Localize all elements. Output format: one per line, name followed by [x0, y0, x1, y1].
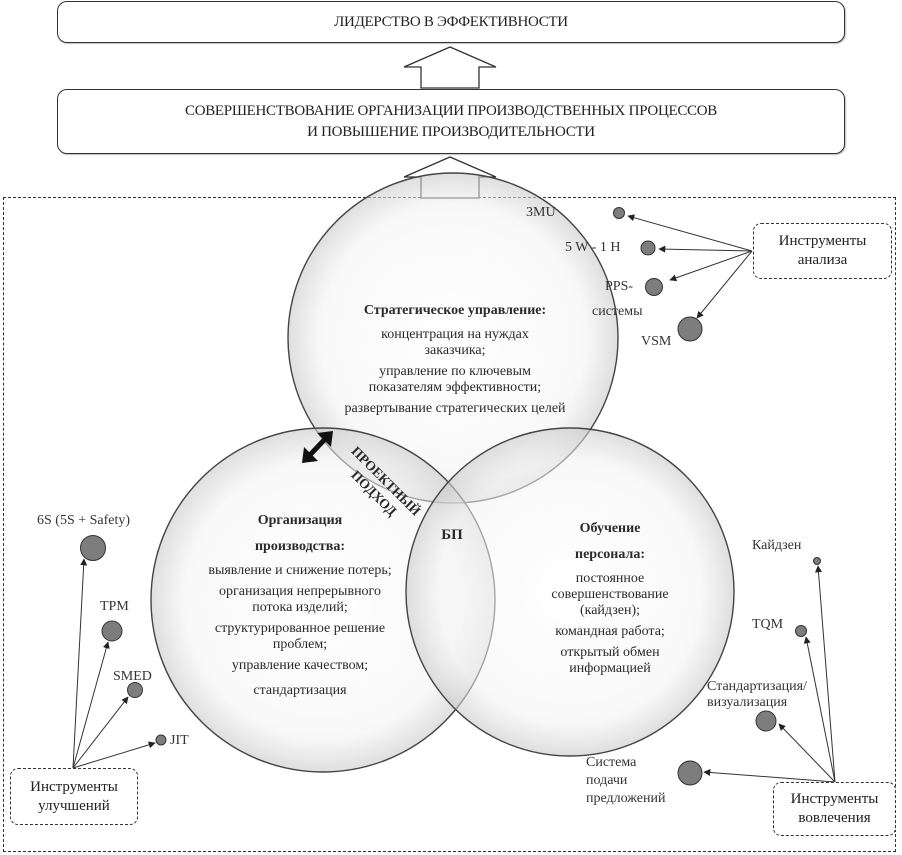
node-jit — [155, 734, 167, 746]
strategic-item-3: развертывание стратегических целей — [344, 401, 566, 416]
training-item-2: командная работа; — [555, 624, 665, 639]
label-standardization-line2: визуализация — [707, 695, 788, 710]
label-pps: PPS- — [605, 279, 634, 294]
analysis-tools-line2: анализа — [797, 252, 848, 268]
node-suggestion-system — [677, 760, 703, 786]
label-kaizen: Кайдзен — [752, 538, 802, 553]
node-5w1h — [640, 240, 656, 256]
strategic-circle-text: Стратегическое управление: концентрация … — [325, 303, 585, 422]
label-jit: JIT — [170, 733, 189, 748]
training-circle-text: Обучение персонала: постоянное совершенс… — [525, 521, 695, 682]
label-suggestion-line1: Система — [586, 755, 637, 770]
improvement-tools-line1: Инструменты — [30, 778, 118, 795]
node-vsm — [677, 316, 703, 342]
node-kaizen — [813, 557, 821, 565]
strategic-item-1: концентрация на нуждах заказчика; — [381, 327, 529, 358]
node-pps — [645, 278, 663, 296]
training-title-line1: Обучение — [579, 521, 641, 536]
analysis-tools-box: Инструменты анализа — [753, 223, 892, 279]
involvement-tools-box: Инструменты вовлечения — [773, 782, 896, 836]
center-label-bp: БП — [441, 527, 463, 543]
label-suggestion-line3: предложений — [586, 791, 666, 806]
up-arrow-upper-icon — [403, 46, 497, 89]
production-title-line2: производства: — [254, 539, 345, 554]
goal-improvement-line1: СОВЕРШЕНСТВОВАНИЕ ОРГАНИЗАЦИИ ПРОИЗВОДСТ… — [184, 102, 717, 119]
node-smed — [127, 682, 143, 698]
label-smed: SMED — [113, 669, 152, 684]
production-title-line1: Организация — [257, 513, 343, 528]
goal-leadership-box: ЛИДЕРСТВО В ЭФФЕКТИВНОСТИ — [57, 1, 845, 43]
production-item-4: управление качеством; — [231, 658, 369, 673]
goal-improvement-box: СОВЕРШЕНСТВОВАНИЕ ОРГАНИЗАЦИИ ПРОИЗВОДСТ… — [57, 89, 845, 154]
label-tqm: TQM — [752, 617, 784, 632]
involvement-tool-connectors — [703, 565, 836, 783]
node-6s — [80, 535, 106, 561]
label-vsm: VSM — [641, 334, 672, 349]
production-item-5: стандартизация — [253, 683, 347, 698]
production-item-2: организация непрерывного потока изделий; — [219, 584, 381, 615]
goal-leadership-text: ЛИДЕРСТВО В ЭФФЕКТИВНОСТИ — [334, 13, 568, 30]
analysis-tools-line1: Инструменты — [778, 233, 867, 249]
production-item-3: структурированное решение проблем; — [214, 621, 386, 652]
goal-improvement-line2: И ПОВЫШЕНИЕ ПРОИЗВОДИТЕЛЬНОСТИ — [307, 123, 595, 140]
node-standardization — [755, 710, 777, 732]
label-tpm: TPM — [100, 599, 129, 614]
improvement-tools-line2: улучшений — [38, 797, 110, 814]
node-tqm — [795, 625, 807, 637]
production-item-1: выявление и снижение потерь; — [208, 563, 392, 578]
involvement-tools-line2: вовлечения — [798, 810, 871, 826]
circle-training — [405, 427, 735, 757]
training-title-line2: персонала: — [575, 547, 645, 562]
improvement-tools-box: Инструменты улучшений — [10, 768, 138, 825]
node-3mu — [613, 207, 625, 219]
label-3mu: 3MU — [526, 205, 556, 220]
label-6s: 6S (5S + Safety) — [37, 513, 131, 528]
label-suggestion-line2: подачи — [586, 773, 628, 788]
involvement-tools-line1: Инструменты — [790, 791, 879, 807]
node-tpm — [101, 620, 123, 642]
production-circle-text: Организация производства: выявление и сн… — [170, 513, 430, 704]
analysis-tool-connectors — [627, 214, 753, 319]
label-standardization-line1: Стандартизация/ — [707, 679, 807, 694]
training-item-1: постоянное совершенствование (кайдзен); — [551, 571, 669, 618]
strategic-title: Стратегическое управление: — [363, 303, 547, 318]
training-item-3: открытый обмен информацией — [560, 645, 660, 676]
label-5w1h: 5 W - 1 H — [565, 240, 621, 255]
strategic-item-2: управление по ключевым показателям эффек… — [368, 364, 542, 395]
double-arrow-icon — [302, 431, 333, 463]
improvement-tool-connectors — [72, 558, 156, 769]
label-pps-systems: системы — [592, 304, 643, 319]
